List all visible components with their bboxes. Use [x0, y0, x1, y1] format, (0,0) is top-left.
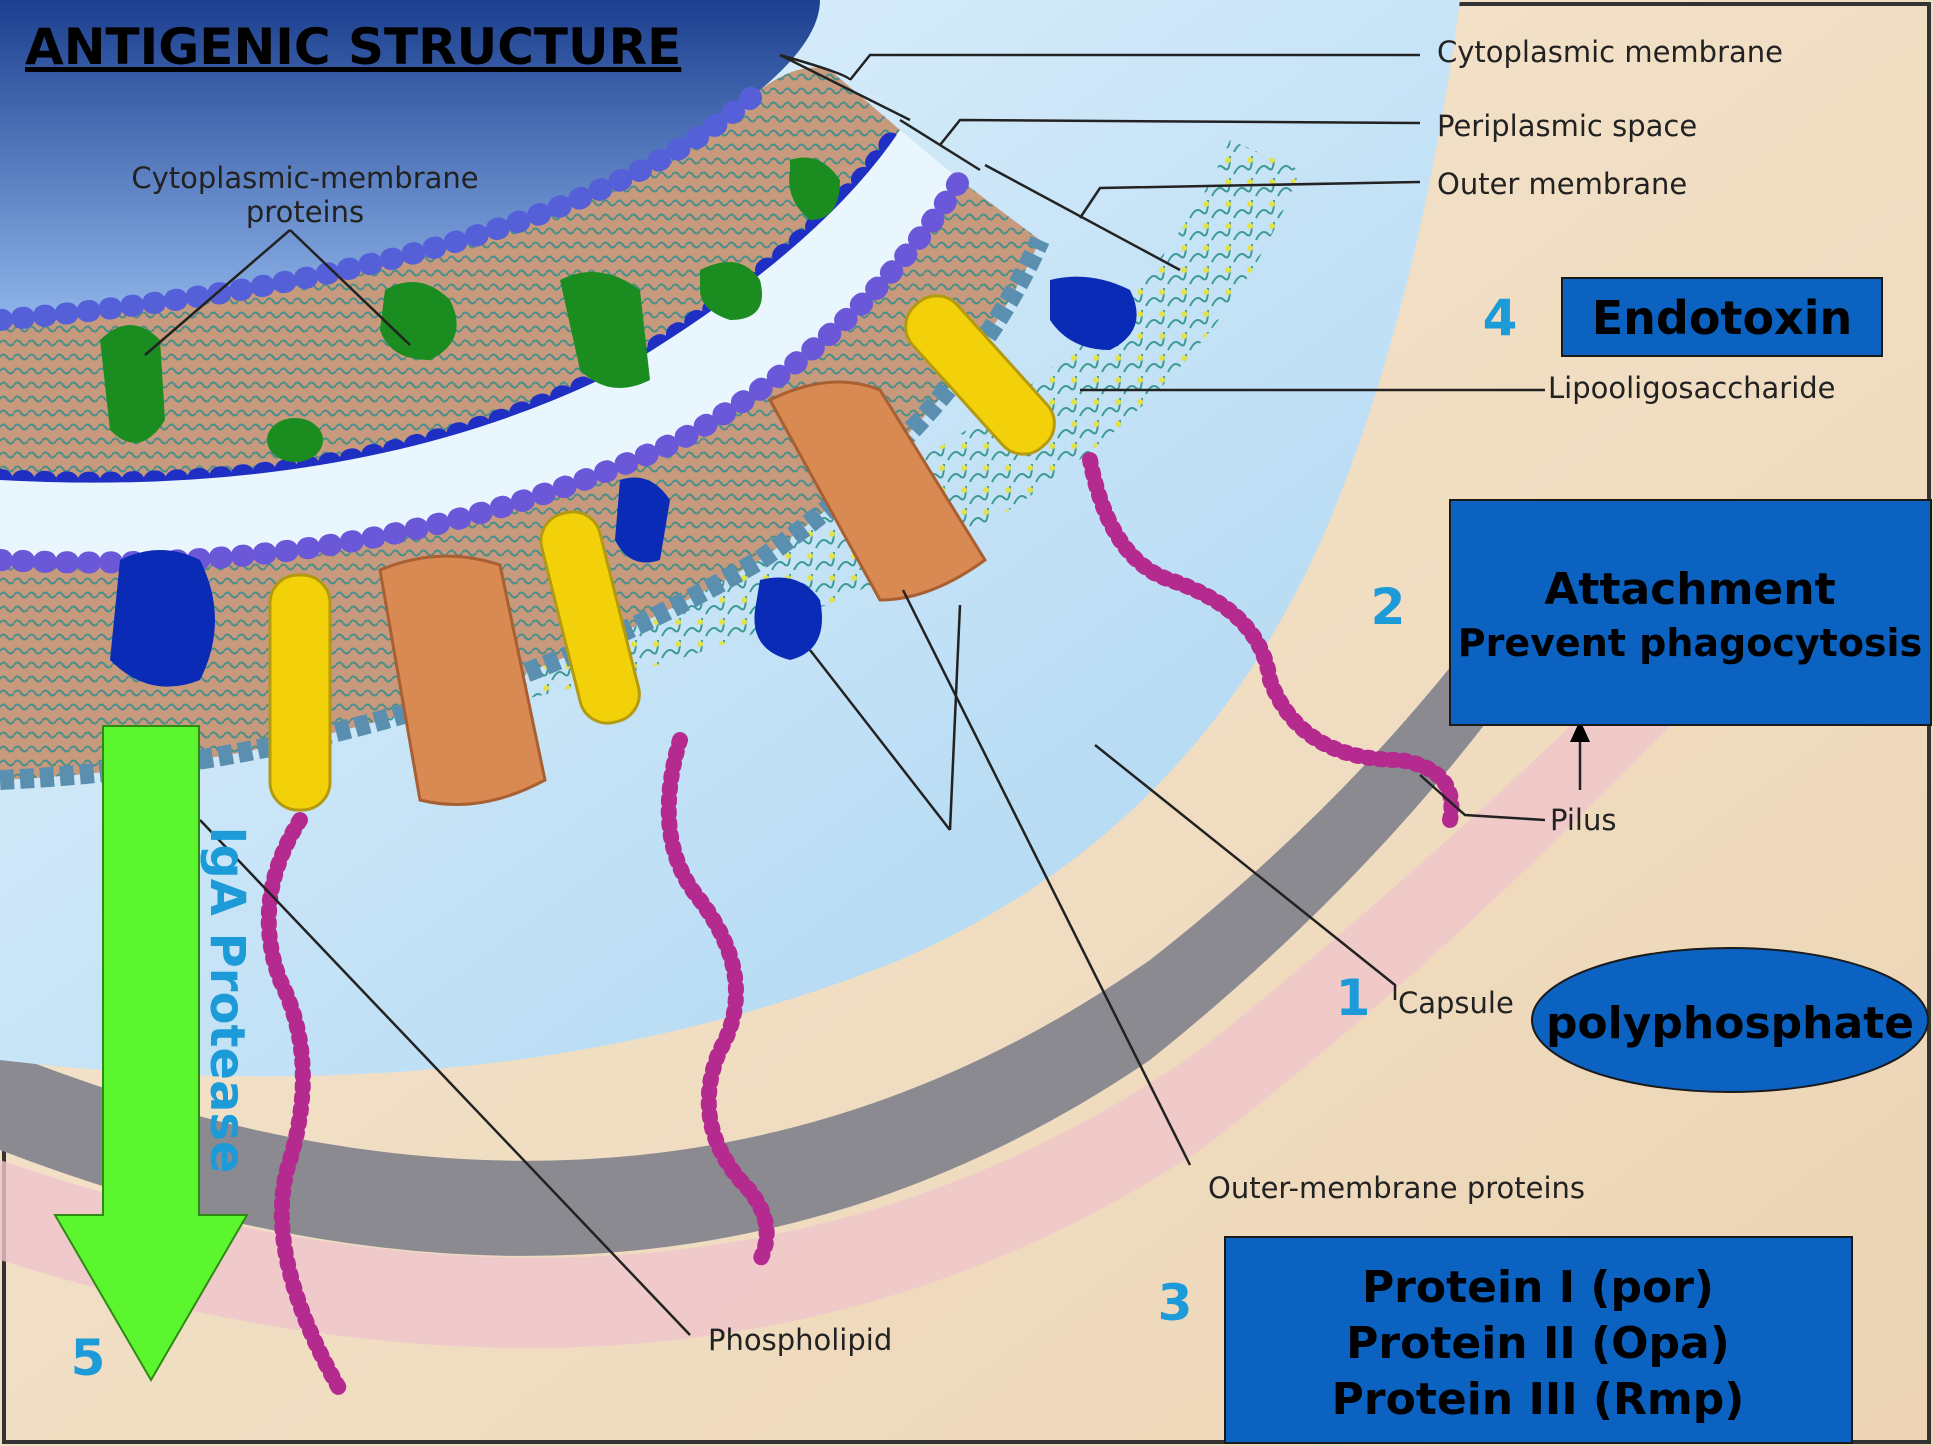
callout-number-5: 5: [71, 1329, 106, 1387]
label-cytoplasmic-membrane: Cytoplasmic membrane: [1437, 35, 1783, 69]
diagram-title: ANTIGENIC STRUCTURE: [25, 18, 681, 76]
label-cytoplasmic-membrane-proteins-line1: Cytoplasmic-membrane: [131, 161, 478, 195]
iga-protease-text: IgA Protease: [199, 827, 255, 1174]
polyphosphate-text: polyphosphate: [1546, 998, 1914, 1049]
endotoxin-text: Endotoxin: [1592, 291, 1852, 345]
callout-number-2: 2: [1371, 578, 1406, 636]
label-lipooligosaccharide: Lipooligosaccharide: [1548, 371, 1836, 405]
protein-1-text: Protein I (por): [1362, 1262, 1714, 1313]
attachment-text-line2: Prevent phagocytosis: [1458, 621, 1922, 665]
label-phospholipid: Phospholipid: [708, 1323, 892, 1357]
label-periplasmic-space: Periplasmic space: [1437, 109, 1697, 143]
label-capsule: Capsule: [1398, 986, 1514, 1020]
callout-number-1: 1: [1336, 969, 1371, 1027]
label-outer-membrane: Outer membrane: [1437, 167, 1687, 201]
callout-number-4: 4: [1483, 289, 1518, 347]
label-cytoplasmic-membrane-proteins-line2: proteins: [246, 195, 364, 229]
label-outer-membrane-proteins: Outer-membrane proteins: [1208, 1171, 1585, 1205]
protein-2-text: Protein II (Opa): [1346, 1318, 1730, 1369]
label-pilus: Pilus: [1550, 803, 1616, 837]
callout-number-3: 3: [1158, 1274, 1193, 1332]
attachment-text-line1: Attachment: [1544, 564, 1835, 615]
protein-3-text: Protein III (Rmp): [1332, 1374, 1745, 1425]
